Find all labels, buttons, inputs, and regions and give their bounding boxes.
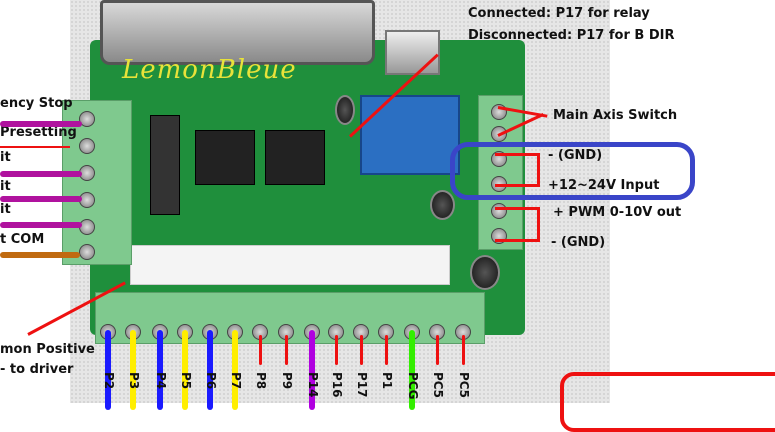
driver-chip: [195, 130, 255, 185]
pin-label: P1: [380, 372, 394, 390]
wire: [105, 330, 111, 410]
driver-chip: [265, 130, 325, 185]
wire-magenta: [0, 196, 82, 202]
bracket-power: [495, 153, 540, 187]
wire: [309, 330, 315, 410]
pin-label: P8: [254, 372, 268, 390]
note-disconnected: Disconnected: P17 for B DIR: [468, 28, 675, 43]
wire: [207, 330, 213, 410]
label-common-positive: mon Positive: [0, 342, 95, 357]
wire-orange: [0, 252, 80, 258]
capacitor: [335, 95, 355, 125]
wire: [182, 330, 188, 410]
wire: [232, 330, 238, 410]
wire-red: [0, 146, 70, 148]
pin-label: PC5: [431, 372, 445, 398]
label-limit: it: [0, 179, 11, 194]
wire: [157, 330, 163, 410]
label-to-driver: - to driver: [0, 362, 74, 377]
pin-label: P6: [204, 372, 218, 390]
pin-label: P16: [330, 372, 344, 398]
pin-marker: [462, 335, 465, 365]
usb-port: [385, 30, 440, 75]
label-power-input: +12~24V Input: [548, 178, 660, 193]
label-gnd: - (GND): [548, 148, 603, 163]
capacitor: [430, 190, 455, 220]
label-com: t COM: [0, 232, 45, 247]
label-main-axis-switch: Main Axis Switch: [553, 108, 678, 123]
optocouplers: [150, 115, 180, 215]
label-limit: it: [0, 150, 11, 165]
left-terminal-block: [62, 100, 132, 265]
pin-label: PCG: [406, 372, 420, 400]
pin-label: P7: [229, 372, 243, 390]
pin-label: P2: [102, 372, 116, 390]
capacitor: [470, 255, 500, 290]
pin-label: PC5: [457, 372, 471, 398]
pin-label: P14: [306, 372, 320, 398]
pin-marker: [335, 335, 338, 365]
wire: [130, 330, 136, 410]
label-presetting: Presetting: [0, 125, 77, 140]
red-annotation: [560, 372, 775, 432]
db25-connector: [100, 0, 375, 65]
wire-magenta: [0, 222, 82, 228]
bracket-pwm: [495, 207, 540, 242]
pin-label: P3: [127, 372, 141, 390]
label-gnd: - (GND): [551, 235, 606, 250]
label-limit: it: [0, 202, 11, 217]
pin-label: P5: [179, 372, 193, 390]
pin-label: P9: [280, 372, 294, 390]
pin-marker: [259, 335, 262, 365]
pin-marker: [285, 335, 288, 365]
highlight-oval: [450, 142, 695, 200]
label-emergency-stop: ency Stop: [0, 96, 73, 111]
wire-magenta: [0, 171, 82, 177]
wire-magenta: [0, 121, 82, 127]
note-connected: Connected: P17 for relay: [468, 6, 650, 21]
pin-label: P4: [154, 372, 168, 390]
pin-marker: [360, 335, 363, 365]
wire: [409, 330, 415, 410]
relay: [360, 95, 460, 175]
header-connectors: [130, 245, 450, 285]
label-pwm-out: + PWM 0-10V out: [553, 205, 682, 220]
watermark-logo: LemonBleue: [122, 55, 297, 85]
pin-label: P17: [355, 372, 369, 398]
pin-marker: [385, 335, 388, 365]
pin-marker: [436, 335, 439, 365]
